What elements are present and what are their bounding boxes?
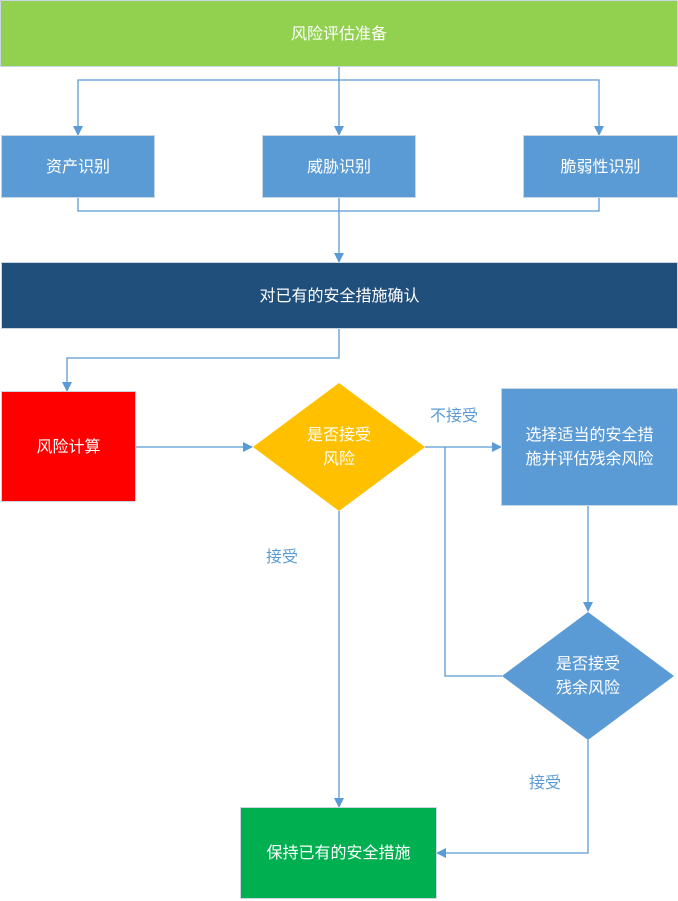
- decision-line-1: 是否接受: [306, 425, 371, 444]
- decision-line-2: 风险: [322, 449, 355, 468]
- node-risk-assessment-prep: 风险评估准备: [0, 0, 678, 67]
- node-label-line-2: 施并评估残余风险: [525, 449, 654, 468]
- node-label-line-1: 选择适当的安全措: [525, 425, 654, 444]
- node-vulnerability-identification: 脆弱性识别: [523, 135, 678, 198]
- edge-label-reject: 不接受: [430, 406, 479, 425]
- node-label: 资产识别: [45, 156, 110, 176]
- decision-accept-residual-risk: 是否接受 残余风险: [538, 652, 638, 700]
- node-label: 风险计算: [36, 436, 101, 456]
- decision-accept-risk: 是否接受 风险: [289, 423, 389, 471]
- decision-accept-risk-shape: [253, 383, 425, 511]
- node-select-measures: 选择适当的安全措 施并评估残余风险: [501, 388, 678, 506]
- edge-decide2-to-keep: [436, 740, 589, 858]
- node-keep-existing-measures: 保持已有的安全措施: [240, 807, 437, 899]
- edge-confirm-to-calc: [62, 328, 340, 392]
- node-label: 保持已有的安全措施: [266, 843, 411, 862]
- node-confirm-existing-measures: 对已有的安全措施确认: [1, 262, 678, 329]
- node-risk-calculation: 风险计算: [1, 391, 136, 502]
- edge-label-accept-residual: 接受: [529, 773, 562, 792]
- node-threat-identification: 威胁识别: [262, 135, 416, 198]
- node-label: 脆弱性识别: [560, 156, 641, 176]
- node-label: 对已有的安全措施确认: [259, 285, 420, 305]
- edge-prep-to-vuln: [339, 79, 604, 136]
- edge-label-accept-risk: 接受: [266, 547, 299, 566]
- node-label: 威胁识别: [306, 156, 371, 176]
- node-asset-identification: 资产识别: [1, 135, 155, 198]
- edge-decide2-loop: [444, 447, 502, 677]
- edge-prep-to-asset: [73, 79, 339, 136]
- decision-line-1: 是否接受: [555, 654, 620, 673]
- node-label: 风险评估准备: [290, 23, 387, 43]
- decision-line-2: 残余风险: [555, 678, 620, 697]
- decision-accept-residual-shape: [502, 612, 674, 740]
